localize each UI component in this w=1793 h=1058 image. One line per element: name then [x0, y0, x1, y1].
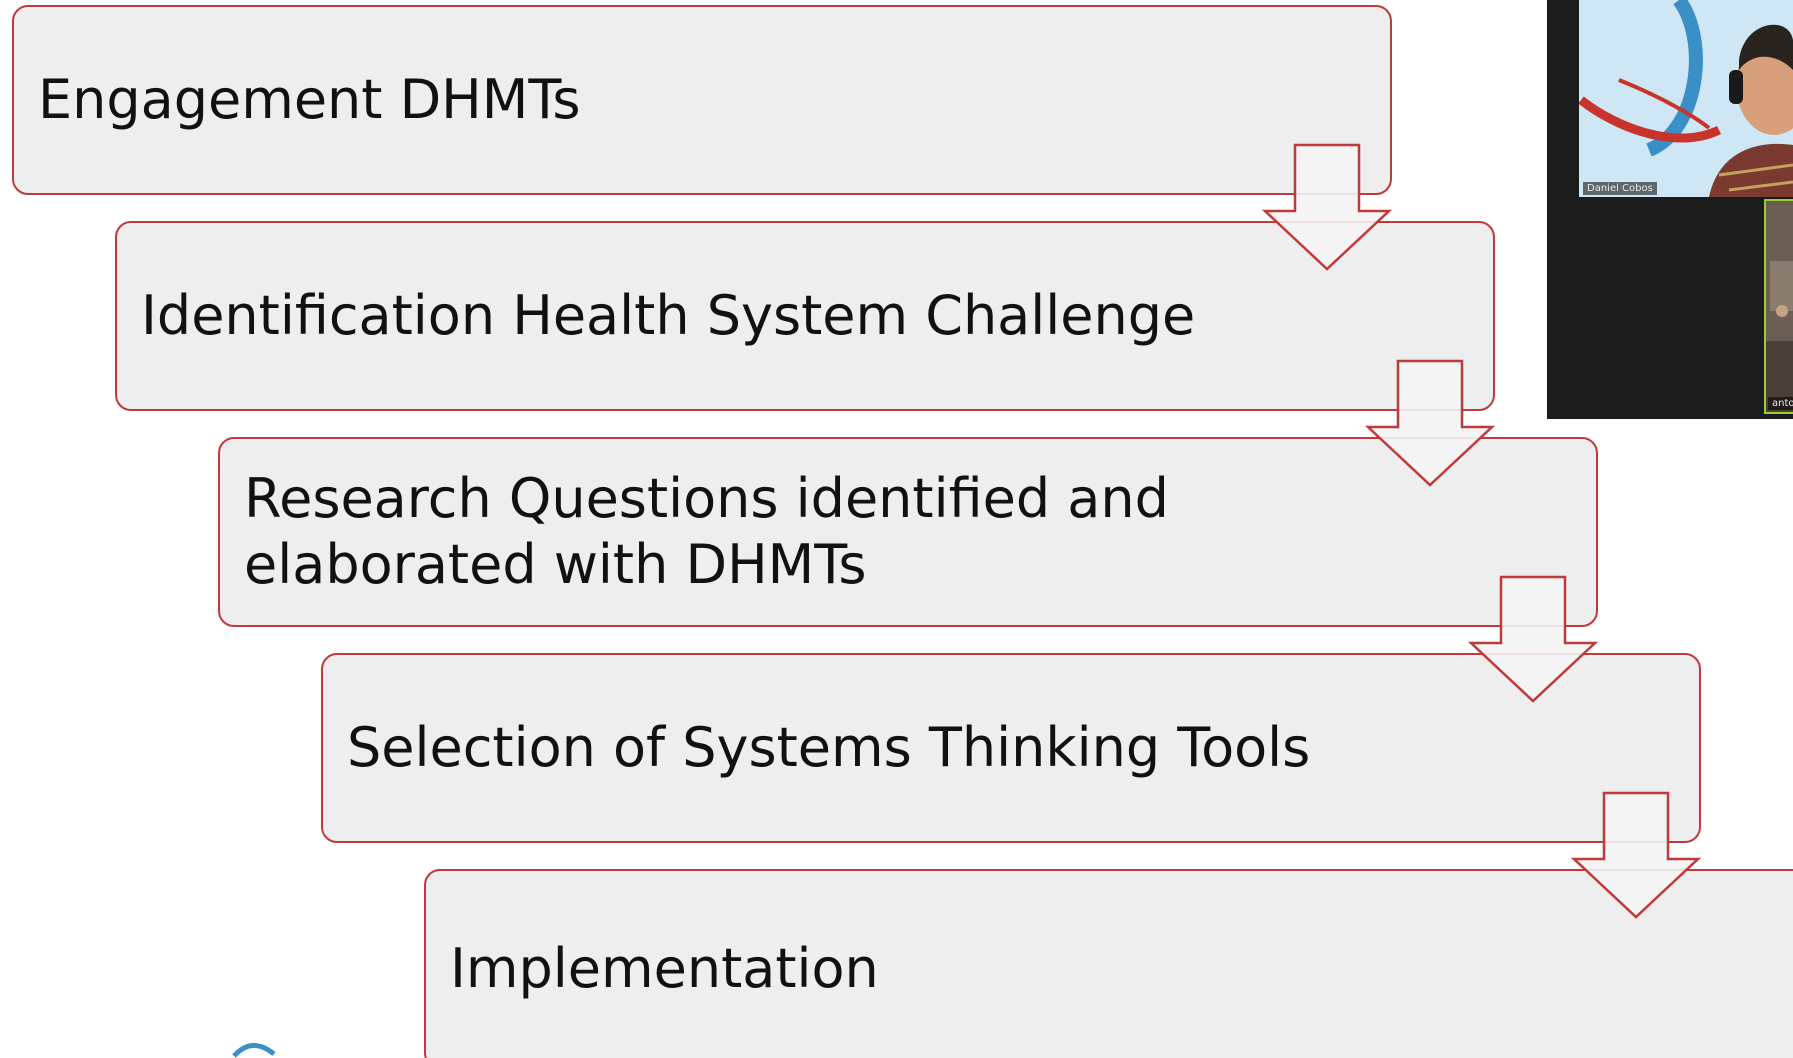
- down-arrow-icon: [1467, 575, 1599, 703]
- logo-arc-icon: [232, 1043, 276, 1058]
- down-arrow-icon: [1570, 791, 1702, 919]
- video-call-panel[interactable]: Daniel Cobos anto: [1547, 0, 1793, 419]
- video-tile[interactable]: Daniel Cobos: [1579, 0, 1793, 197]
- participant-name-tag: anto: [1768, 397, 1793, 410]
- down-arrow-icon: [1261, 143, 1393, 271]
- step-label: Engagement DHMTs: [38, 68, 581, 131]
- step-box-selection-tools: Selection of Systems Thinking Tools: [321, 653, 1701, 843]
- down-arrow-icon: [1364, 359, 1496, 487]
- step-box-engagement: Engagement DHMTs: [12, 5, 1392, 195]
- step-box-implementation: Implementation: [424, 869, 1793, 1058]
- step-label: Identification Health System Challenge: [141, 284, 1196, 347]
- step-box-identification: Identification Health System Challenge: [115, 221, 1495, 411]
- participant-name-tag: Daniel Cobos: [1583, 182, 1657, 195]
- step-label: Implementation: [450, 937, 879, 1000]
- step-label: Selection of Systems Thinking Tools: [347, 716, 1311, 779]
- person-with-headset-icon: [1579, 0, 1793, 197]
- video-tile[interactable]: anto: [1764, 199, 1793, 414]
- room-video-icon: [1766, 201, 1793, 412]
- step-label: Research Questions identified and elabor…: [244, 467, 1169, 596]
- step-box-research-questions: Research Questions identified and elabor…: [218, 437, 1598, 627]
